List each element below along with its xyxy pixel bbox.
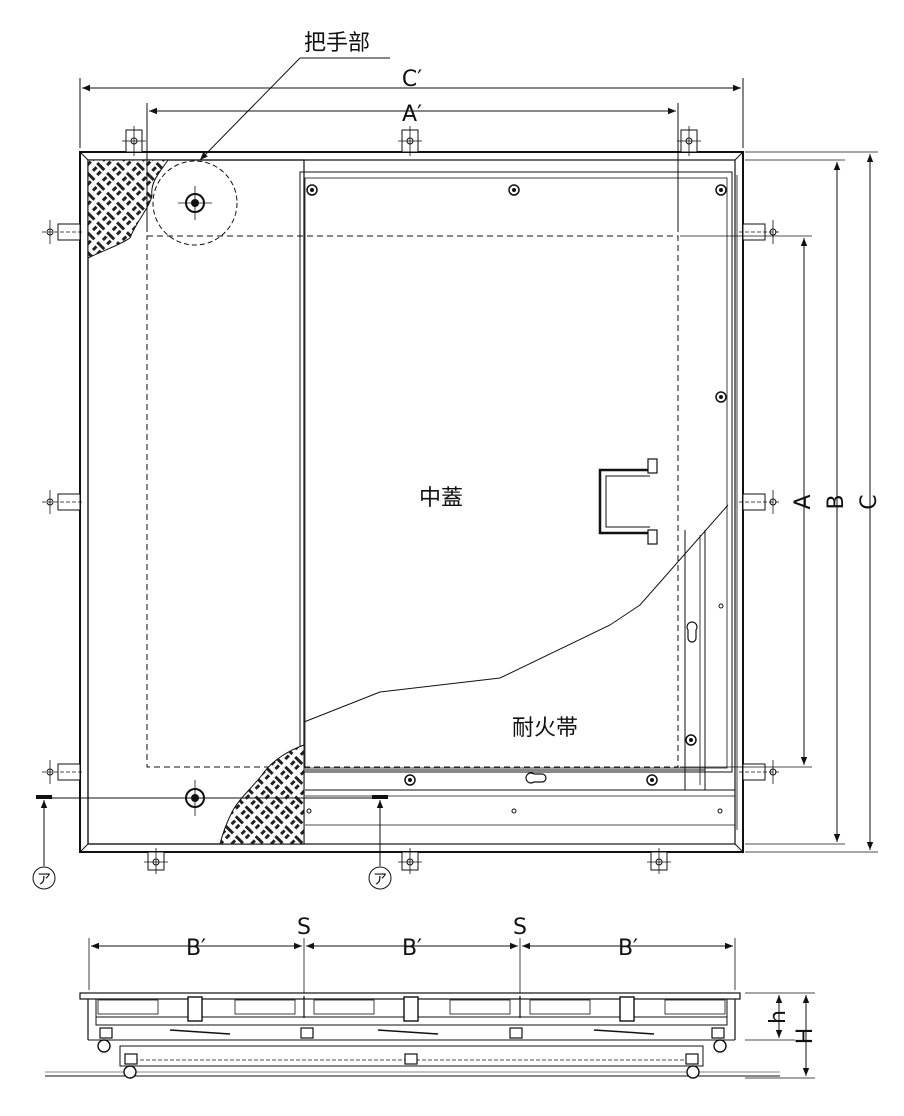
- dim-a-prime-label: A′: [402, 102, 422, 127]
- checker-plate-topleft: [87, 159, 169, 259]
- dim-b-prime-1: B′: [186, 936, 206, 961]
- dim-b-prime-2: B′: [402, 936, 422, 961]
- section-body: [45, 992, 780, 1079]
- dim-b-prime-3: B′: [618, 936, 638, 961]
- break-line: [303, 504, 729, 723]
- inner-rails: [299, 171, 738, 830]
- dim-a-prime: [146, 103, 679, 232]
- dim-c-prime-label: C′: [402, 67, 422, 92]
- fire-band-label: 耐火帯: [512, 716, 578, 741]
- section-line: [32, 795, 392, 890]
- dim-c-prime: [79, 78, 744, 148]
- inner-lid-label: 中蓋: [419, 486, 463, 511]
- handle-area: [152, 160, 238, 246]
- opening-outline: [146, 235, 679, 768]
- dim-c-label: C: [857, 494, 882, 509]
- dim-vertical: [680, 151, 878, 853]
- section-mark-right: ア: [373, 872, 387, 888]
- dim-s-2: S: [513, 915, 527, 940]
- dim-section-width: [88, 938, 736, 995]
- anchor-lugs: [42, 126, 781, 874]
- dim-s-1: S: [297, 915, 311, 940]
- dim-h-small-label: h: [766, 1010, 791, 1024]
- section-mark-left: ア: [37, 872, 51, 888]
- checker-plate-bottomright: [219, 744, 305, 845]
- left-panel: [87, 159, 305, 845]
- keyhole-slots: [525, 621, 698, 784]
- dim-height: [745, 992, 815, 1079]
- dim-a-label: A: [791, 494, 816, 509]
- lid-bolts: [306, 184, 727, 814]
- dim-h-large-label: H: [793, 1028, 818, 1045]
- dim-b-label: B: [824, 494, 849, 509]
- outer-frame: [79, 151, 744, 853]
- lid-handle: [598, 458, 658, 545]
- handle-label: 把手部: [304, 31, 370, 56]
- handle-leader-arrow: [199, 57, 301, 161]
